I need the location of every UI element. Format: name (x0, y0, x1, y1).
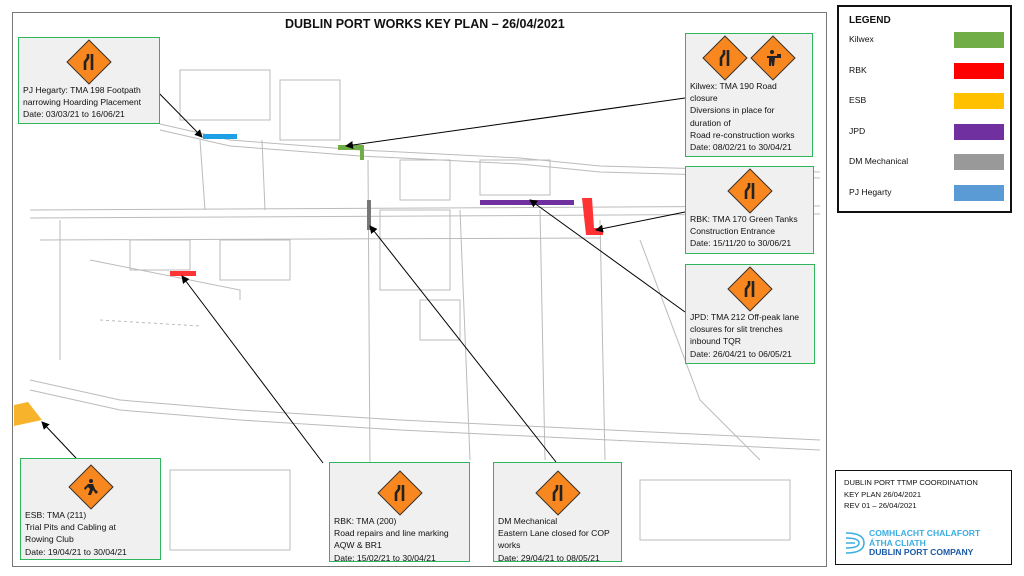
works-kilwex (338, 145, 364, 160)
lane-narrowing-sign-icon (727, 266, 773, 312)
legend-swatch (954, 63, 1004, 79)
callout-text: Road re-construction works (690, 129, 795, 140)
callout-text: Date: 03/03/21 to 16/06/21 (23, 109, 125, 120)
callout-text: ESB: TMA (211) (25, 510, 87, 520)
lane-narrowing-sign-icon (534, 470, 581, 516)
callout-text: Eastern Lane closed for COP (498, 528, 610, 539)
legend-label: RBK (849, 65, 867, 75)
title-block-line: REV 01 – 26/04/2021 (844, 501, 917, 510)
legend-item-esb: ESB (849, 93, 1004, 109)
legend-item-kilwex: Kilwex (849, 32, 1004, 48)
callout-text: Construction Entrance (690, 226, 776, 237)
legend-swatch (954, 32, 1004, 48)
callout-text: inbound TQR (690, 336, 741, 347)
callout-text: closures for slit trenches (690, 324, 783, 335)
sign-group (690, 168, 809, 214)
lane-narrowing-sign-icon (376, 470, 423, 516)
legend-swatch (954, 93, 1004, 109)
callout-text: Kilwex: TMA 190 Road (690, 81, 777, 91)
callout-text: Date: 26/04/21 to 06/05/21 (690, 348, 792, 359)
callout-text: duration of (690, 117, 731, 128)
legend-swatch (954, 124, 1004, 140)
dublin-port-logo: COMHLACHT CHALAFORT ÁTHA CLIATH DUBLIN P… (844, 528, 981, 558)
works-dm-mechanical (367, 200, 371, 230)
callout-jpd: JPD: TMA 212 Off-peak lane closures for s… (685, 264, 815, 364)
legend-label: DM Mechanical (849, 156, 909, 166)
sign-group (23, 39, 155, 85)
legend-item-jpd: JPD (849, 124, 1004, 140)
callout-text: Date: 08/02/21 to 30/04/21 (690, 142, 792, 153)
callout-text: Rowing Club (25, 534, 74, 545)
sign-group (334, 470, 465, 516)
legend-swatch (954, 154, 1004, 170)
callout-text: Diversions in place for (690, 105, 775, 116)
legend-heading: LEGEND (849, 15, 891, 26)
legend-label: JPD (849, 126, 866, 136)
title-block-line: KEY PLAN 26/04/2021 (844, 489, 922, 499)
works-esb (14, 402, 42, 426)
legend-label: PJ Hegarty (849, 187, 892, 197)
logo-text: ÁTHA CLIATH (869, 537, 926, 548)
callout-text: narrowing Hoarding Placement (23, 97, 141, 108)
callout-text: Date: 29/04/21 to 08/05/21 (498, 552, 600, 563)
lane-narrowing-sign-icon (66, 39, 112, 85)
dublin-port-logo-icon (845, 532, 865, 554)
callout-text: JPD: TMA 212 Off-peak lane (690, 312, 800, 322)
title-block-line: DUBLIN PORT TTMP COORDINATION (844, 478, 978, 487)
callout-text: Trial Pits and Cabling at (25, 522, 116, 533)
callout-text: RBK: TMA 170 Green Tanks (690, 214, 798, 224)
map-title: DUBLIN PORT WORKS KEY PLAN – 26/04/2021 (285, 17, 565, 31)
callout-text: RBK: TMA (200) (334, 516, 397, 526)
callout-text: works (498, 540, 521, 551)
works-rbk-200 (170, 271, 196, 276)
sign-group (690, 35, 808, 81)
legend-item-pj-hegarty: PJ Hegarty (849, 185, 1004, 201)
sign-group (690, 266, 810, 312)
works-pj-hegarty (203, 134, 237, 139)
callout-pj-hegarty: PJ Hegarty: TMA 198 Footpath narrowing Ho… (18, 37, 160, 124)
legend-item-rbk: RBK (849, 63, 1004, 79)
roadworks-sign-icon (67, 464, 114, 510)
callout-text: Road repairs and line marking (334, 528, 449, 539)
callout-text: PJ Hegarty: TMA 198 Footpath (23, 85, 141, 95)
callout-arrows (41, 83, 686, 464)
legend-swatch (954, 185, 1004, 201)
callout-text: DM Mechanical (498, 516, 558, 526)
works-rbk-170 (582, 198, 603, 235)
callout-text: Date: 15/11/20 to 30/06/21 (690, 238, 792, 249)
callout-text: Date: 19/04/21 to 30/04/21 (25, 546, 127, 557)
sign-group (498, 470, 617, 516)
legend-item-dm-mechanical: DM Mechanical (849, 154, 1004, 170)
logo-text: COMHLACHT CHALAFORT (869, 528, 981, 538)
logo-text: DUBLIN PORT COMPANY (869, 547, 974, 557)
sign-group (25, 464, 156, 510)
lane-narrowing-sign-icon (726, 168, 773, 214)
callout-rbk-200: RBK: TMA (200) Road repairs and line mark… (329, 462, 470, 563)
legend-label: ESB (849, 95, 867, 105)
callout-text: AQW & BR1 (334, 540, 382, 551)
flagman-sign-icon (750, 35, 796, 81)
title-block: DUBLIN PORT TTMP COORDINATION KEY PLAN 2… (835, 470, 1012, 565)
works-jpd (480, 200, 574, 205)
callout-text: Date: 15/02/21 to 30/04/21 (334, 552, 436, 563)
legend-label: Kilwex (849, 34, 874, 44)
legend: LEGEND Kilwex RBK ESB JPD DM Mechanical … (837, 5, 1012, 213)
callout-text: closure (690, 93, 718, 104)
lane-narrowing-sign-icon (702, 35, 748, 81)
